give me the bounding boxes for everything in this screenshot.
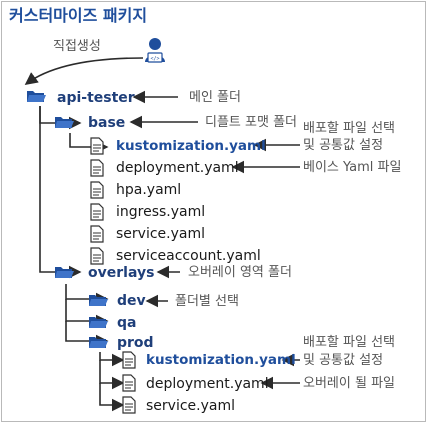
- file-prod-deployment: deployment.yaml: [146, 376, 269, 392]
- note-base-kustomization-line2: 및 공통값 설정: [303, 138, 384, 153]
- file-icon: [122, 396, 136, 414]
- file-base-hpa: hpa.yaml: [116, 182, 182, 198]
- file-base-kustomization: kustomization.yaml: [116, 138, 266, 154]
- note-prod-kustomization-line1: 배포할 파일 선택: [303, 335, 395, 350]
- note-base-kustomization-line1: 배포할 파일 선택: [303, 121, 395, 136]
- file-icon: [90, 225, 104, 243]
- folder-icon: [55, 267, 74, 278]
- file-icon: [90, 203, 104, 221]
- file-icon: [122, 351, 136, 369]
- creator-note: 직접생성: [53, 39, 101, 54]
- svg-text:</>: </>: [150, 56, 159, 62]
- diagram-title: 커스터마이즈 패키지: [9, 6, 148, 25]
- folder-qa: qa: [117, 315, 137, 331]
- file-icon: [90, 159, 104, 177]
- file-icon: [122, 374, 136, 392]
- folder-base: base: [88, 115, 126, 131]
- user-icon: </>: [145, 38, 165, 63]
- file-icon: [90, 181, 104, 199]
- file-base-deployment: deployment.yaml: [116, 160, 239, 176]
- connector-prod-kustomization: [99, 352, 125, 367]
- connector-root-overlays: [39, 106, 82, 279]
- note-dev: 폴더별 선택: [175, 294, 239, 309]
- connector-creator-root: [24, 57, 144, 85]
- note-base: 디플트 포맷 폴더: [205, 115, 297, 130]
- note-prod-deployment: 오버레이 될 파일: [303, 376, 395, 391]
- folder-icon: [89, 337, 108, 348]
- note-root: 메인 폴더: [189, 90, 241, 105]
- file-icon: [90, 137, 104, 155]
- folder-root: api-tester: [57, 90, 135, 106]
- folder-icon: [89, 317, 108, 328]
- note-prod-kustomization-line2: 및 공통값 설정: [303, 353, 384, 368]
- file-icon: [90, 247, 104, 265]
- file-prod-kustomization: kustomization.yaml: [146, 352, 296, 368]
- folder-icon: [55, 117, 74, 128]
- connector-prod-service: [99, 383, 125, 412]
- note-overlays: 오버레이 영역 폴더: [188, 265, 292, 280]
- folder-prod: prod: [117, 335, 154, 351]
- folder-icon: [89, 295, 108, 306]
- folder-icon: [27, 91, 46, 102]
- folder-overlays: overlays: [88, 265, 155, 281]
- file-base-service: service.yaml: [116, 226, 205, 242]
- folder-dev: dev: [117, 293, 146, 309]
- file-base-ingress: ingress.yaml: [116, 204, 206, 220]
- note-base-deployment: 베이스 Yaml 파일: [303, 160, 402, 175]
- connector-prod-deployment: [99, 360, 125, 390]
- file-prod-service: service.yaml: [146, 398, 235, 414]
- file-base-serviceaccount: serviceaccount.yaml: [116, 248, 261, 264]
